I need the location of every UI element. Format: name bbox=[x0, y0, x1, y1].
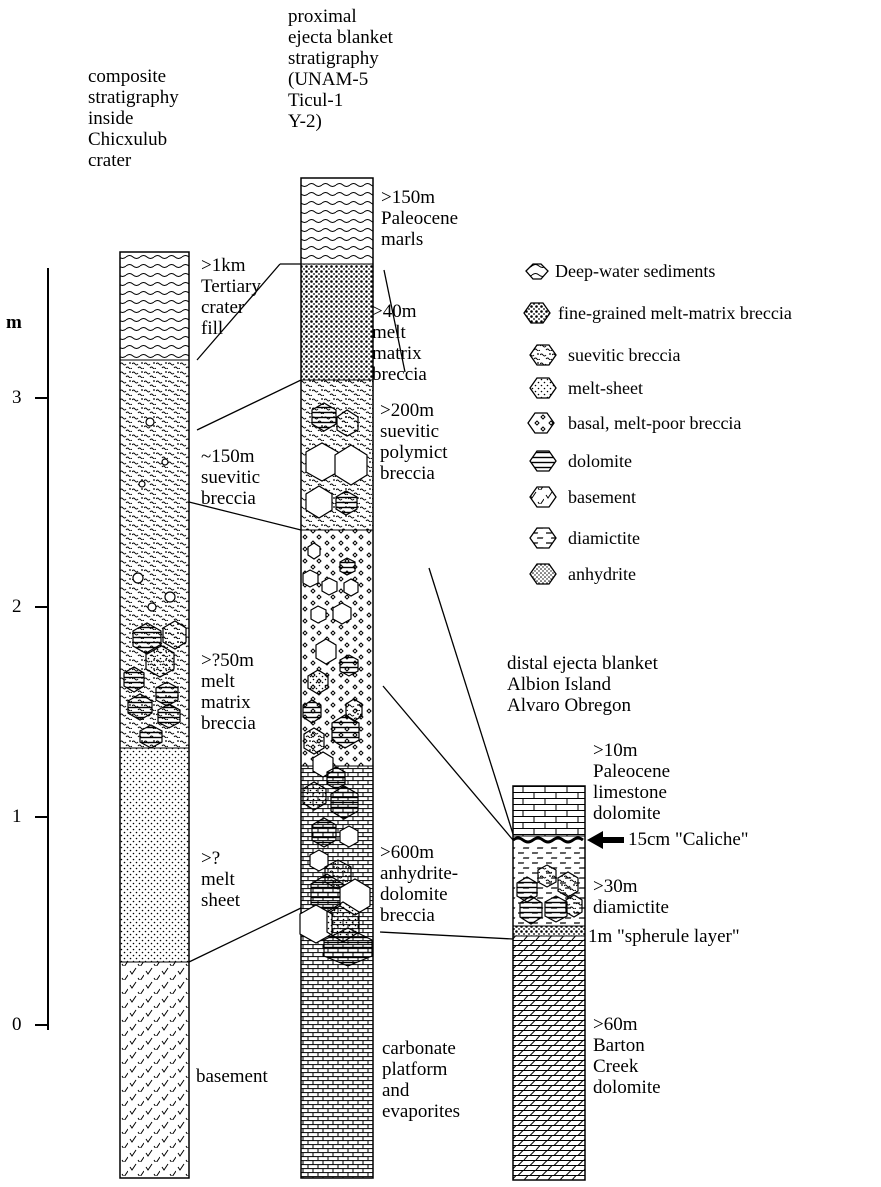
proximal-unit-melt-matrix-breccia: >40m melt matrix breccia bbox=[372, 301, 427, 385]
correlation-lines bbox=[188, 263, 514, 963]
legend-label-basement: basement bbox=[568, 487, 636, 507]
legend-label-fine-melt-matrix: fine-grained melt-matrix breccia bbox=[558, 303, 792, 323]
proximal-unit-carbonate-platform: carbonate platform and evaporites bbox=[382, 1038, 461, 1122]
distal-unit-caliche: 15cm "Caliche" bbox=[628, 829, 749, 850]
wavy-hexagon-icon bbox=[525, 263, 549, 280]
barton-creek-dolomite-layer bbox=[513, 936, 585, 1180]
suevitic-breccia-layer bbox=[120, 360, 189, 502]
distal-unit-barton-creek-dolomite: >60m Barton Creek dolomite bbox=[593, 1014, 661, 1098]
distal-unit-diamictite: >30m diamictite bbox=[593, 876, 669, 918]
distal-unit-spherule-layer: 1m "spherule layer" bbox=[588, 926, 740, 947]
legend-label-dolomite: dolomite bbox=[568, 451, 632, 471]
axis-unit: m bbox=[6, 312, 22, 333]
distal-column bbox=[512, 785, 586, 1181]
dotted-hexagon-icon bbox=[529, 344, 557, 366]
hlines-hexagon-icon bbox=[529, 450, 557, 472]
proximal-heading: proximal ejecta blanket stratigraphy (UN… bbox=[288, 6, 393, 132]
stipple-hexagon-icon bbox=[529, 377, 557, 399]
caliche-line bbox=[512, 836, 584, 844]
spherule-layer bbox=[513, 926, 585, 936]
clast-hexagon-icon bbox=[527, 412, 555, 434]
proximal-unit-anhydrite-dolomite-breccia: >600m anhydrite- dolomite breccia bbox=[380, 842, 459, 926]
caliche-arrow-icon bbox=[587, 831, 624, 849]
axis-tick-2: 2 bbox=[12, 596, 22, 617]
melt-matrix-breccia-layer bbox=[301, 264, 373, 380]
breccia-clasts bbox=[123, 417, 187, 749]
composite-unit-melt-sheet: >? melt sheet bbox=[201, 848, 241, 911]
proximal-column bbox=[299, 177, 374, 1179]
proximal-unit-paleocene-marls: >150m Paleocene marls bbox=[381, 187, 459, 250]
legend-label-anhydrite: anhydrite bbox=[568, 564, 636, 584]
basement-layer bbox=[120, 962, 189, 1178]
melt-sheet-layer bbox=[120, 748, 189, 962]
composite-column bbox=[119, 251, 190, 1179]
depth-axis bbox=[35, 268, 49, 1030]
legend-label-diamictite: diamictite bbox=[568, 528, 640, 548]
dense-stipple-hexagon-icon bbox=[529, 563, 557, 585]
paleocene-marls-layer bbox=[301, 178, 373, 264]
paleocene-limestone-layer bbox=[513, 786, 585, 836]
composite-heading: composite stratigraphy inside Chicxulub … bbox=[88, 66, 179, 171]
check-hexagon-icon bbox=[529, 486, 557, 508]
distal-unit-paleocene-limestone: >10m Paleocene limestone dolomite bbox=[593, 740, 671, 824]
legend-label-deep-water: Deep-water sediments bbox=[555, 261, 716, 281]
dash-hexagon-icon bbox=[529, 527, 557, 549]
legend-label-basal-breccia: basal, melt-poor breccia bbox=[568, 413, 742, 433]
axis-tick-0: 0 bbox=[12, 1014, 22, 1035]
distal-heading: distal ejecta blanket Albion Island Alva… bbox=[507, 653, 658, 716]
legend-label-melt-sheet: melt-sheet bbox=[568, 378, 643, 398]
dark-stipple-hexagon-icon bbox=[523, 302, 551, 324]
composite-unit-suevitic-breccia: ~150m suevitic breccia bbox=[201, 446, 261, 509]
proximal-unit-suevitic-polymict-breccia: >200m suevitic polymict breccia bbox=[380, 400, 448, 484]
breccia-clasts bbox=[299, 402, 373, 967]
legend-label-suevitic-breccia: suevitic breccia bbox=[568, 345, 681, 365]
diamictite-clasts bbox=[516, 864, 583, 925]
caliche-layer bbox=[513, 836, 585, 844]
crater-fill-layer bbox=[120, 252, 189, 360]
axis-tick-3: 3 bbox=[12, 387, 22, 408]
composite-unit-crater-fill: >1km Tertiary crater fill bbox=[201, 255, 261, 339]
composite-unit-basement: basement bbox=[196, 1066, 268, 1087]
legend-icons bbox=[523, 263, 557, 585]
composite-unit-melt-matrix-breccia: >?50m melt matrix breccia bbox=[201, 650, 256, 734]
axis-tick-1: 1 bbox=[12, 806, 22, 827]
